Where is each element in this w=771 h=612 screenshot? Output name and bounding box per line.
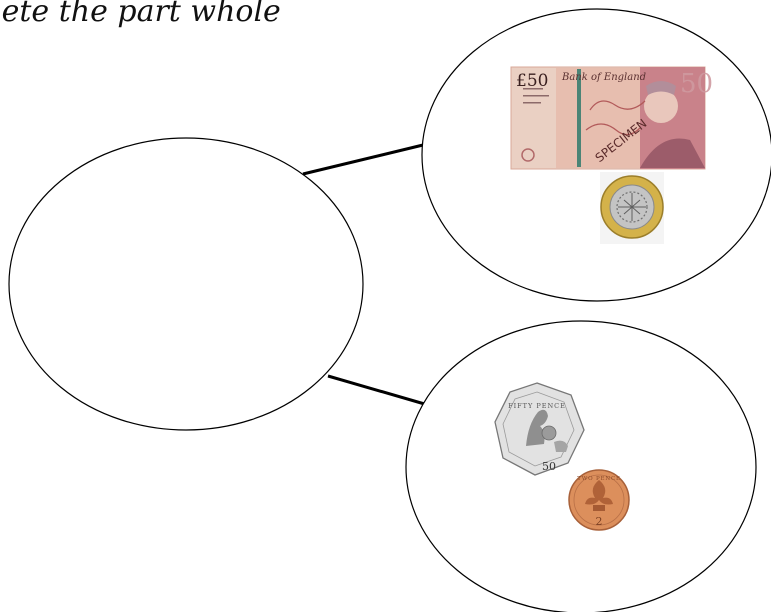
queen-portrait-icon	[644, 89, 678, 123]
two-pence-value: 2	[596, 515, 603, 528]
part-circle-bottom	[405, 320, 757, 612]
fifty-pound-note: £50 Bank of England 50 SPECIMEN	[510, 66, 713, 170]
security-thread	[577, 69, 581, 167]
two-pence-coin: TWO PENCE 2	[568, 469, 630, 531]
banknote-denomination: £50	[516, 71, 548, 91]
banknote-corner-value: 50	[680, 69, 713, 99]
britannia-figure-icon	[526, 409, 548, 446]
banknote-bank-name: Bank of England	[561, 72, 646, 83]
lion-icon	[554, 440, 568, 452]
whole-to-bottom-part-connector	[327, 374, 429, 407]
fifty-pence-value: 50	[542, 460, 556, 473]
page-title: lete the part whole	[0, 0, 281, 29]
shield-icon	[541, 425, 557, 441]
two-pound-coin	[600, 172, 664, 244]
fifty-pence-coin: FIFTY PENCE 50	[494, 382, 585, 476]
whole-circle[interactable]	[8, 137, 364, 431]
two-pence-legend: TWO PENCE	[577, 476, 621, 482]
banknote-hologram-icon	[521, 148, 535, 162]
fifty-pence-legend: FIFTY PENCE	[508, 402, 566, 410]
whole-to-top-part-connector	[302, 143, 424, 176]
prince-of-wales-feathers-icon	[585, 480, 613, 505]
